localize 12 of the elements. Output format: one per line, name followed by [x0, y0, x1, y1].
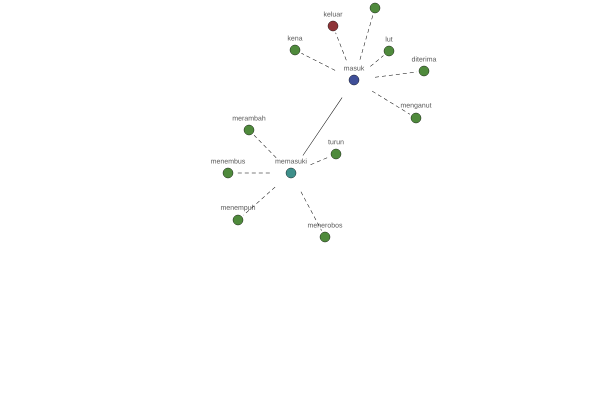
connector-line [374, 72, 418, 78]
connector-line [372, 90, 410, 114]
connector-line [310, 156, 330, 165]
connector-line [335, 32, 347, 60]
connector-line [301, 53, 336, 71]
connector-line [302, 97, 342, 156]
connector-line [243, 186, 276, 216]
connector-line [360, 14, 374, 60]
connector-line [254, 134, 276, 158]
connector-line [300, 191, 322, 231]
connector-line [370, 55, 384, 67]
node-circle [370, 2, 380, 14]
